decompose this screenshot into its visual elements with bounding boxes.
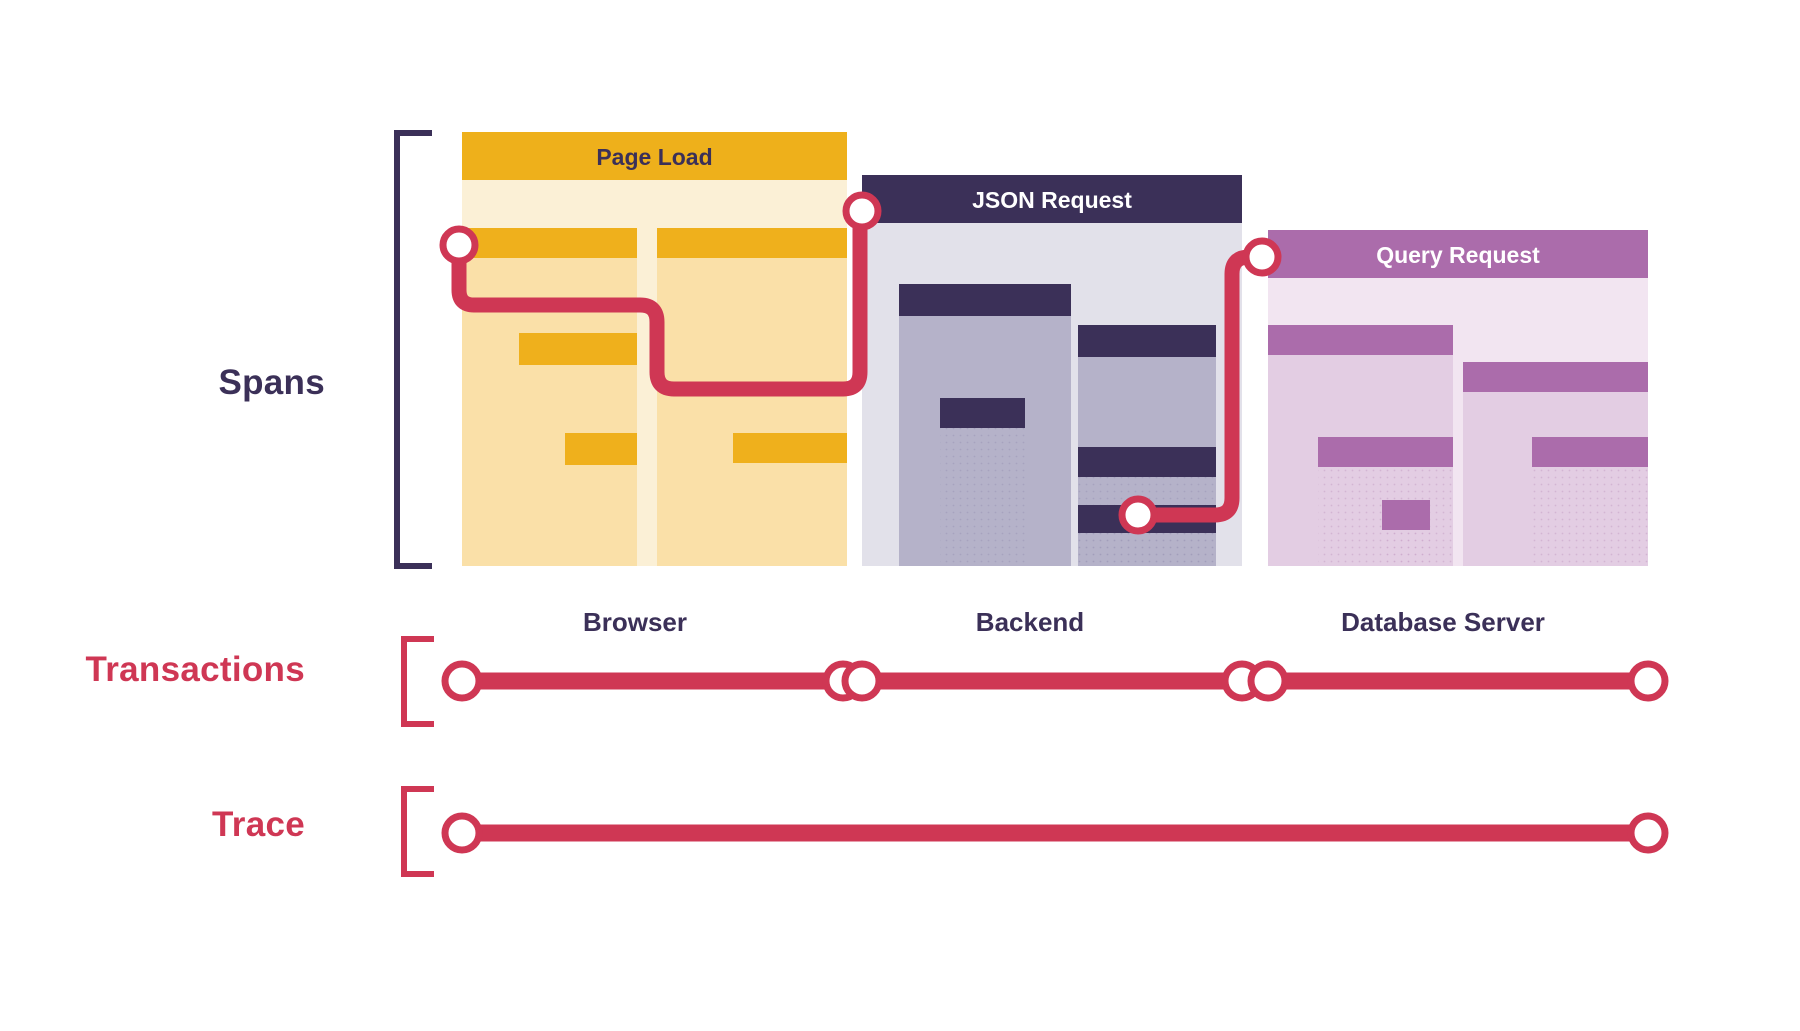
bracket-trace [401,786,434,877]
span-backend-4 [1078,505,1216,566]
transaction-bar-end-node[interactable] [1627,660,1669,702]
span-header [1382,500,1430,530]
trace-bar-end-node[interactable] [1627,812,1669,854]
transaction-bar-1 [841,660,1263,702]
span-header [1463,362,1648,392]
span-header [1078,325,1216,357]
transaction-bar-start-node[interactable] [441,660,483,702]
brackets-layer [394,130,434,877]
transaction-bar-2 [1247,660,1669,702]
span-texture [940,428,1025,566]
span-texture [1078,533,1216,566]
connectors-layer [439,191,1282,535]
service-label-database-server: Database Server [1341,607,1545,637]
span-header [899,284,1071,316]
span-header [1268,325,1453,355]
span-header [1318,437,1453,467]
span-header [657,228,847,258]
span-texture [1532,467,1648,566]
connector-node-backend-span-end[interactable] [1118,495,1158,535]
span-backend-2 [940,398,1025,566]
transaction-bar-start-node[interactable] [841,660,883,702]
row-label-trace: Trace [212,805,305,844]
span-browser-3 [733,433,847,566]
connector-node-browser-span-start[interactable] [439,225,479,265]
span-database-3 [1532,437,1648,566]
span-header [519,333,637,365]
trace-bar-start-node[interactable] [441,812,483,854]
span-header [940,398,1025,428]
span-header [1078,447,1216,477]
span-texture [1382,530,1430,566]
row-label-transactions: Transactions [85,650,305,689]
transaction-bar-start-node[interactable] [1247,660,1289,702]
span-database-4 [1382,500,1430,566]
span-header [1532,437,1648,467]
span-header [462,228,637,258]
span-header [733,433,847,463]
connector-node-database-request-start[interactable] [1242,237,1282,277]
span-body [565,465,637,566]
transaction-bar-0 [441,660,864,702]
service-label-browser: Browser [582,607,688,637]
block-header-backend [862,175,1242,223]
span-body [733,463,847,566]
span-browser-4 [565,433,637,566]
service-label-backend: Backend [975,607,1085,637]
bracket-spans [394,130,432,569]
connector-node-backend-request-start[interactable] [842,191,882,231]
spans-group-backend [899,284,1216,566]
block-header-browser [462,132,847,180]
row-label-spans: Spans [218,363,325,402]
span-header [565,433,637,465]
trace-bar [441,812,1669,854]
connector-path-0 [451,220,868,397]
spans-group-database [1268,325,1648,566]
transaction-bars-layer [441,660,1669,854]
block-header-database [1268,230,1648,278]
bracket-transactions [401,636,434,727]
connector-path-1 [1130,249,1270,523]
